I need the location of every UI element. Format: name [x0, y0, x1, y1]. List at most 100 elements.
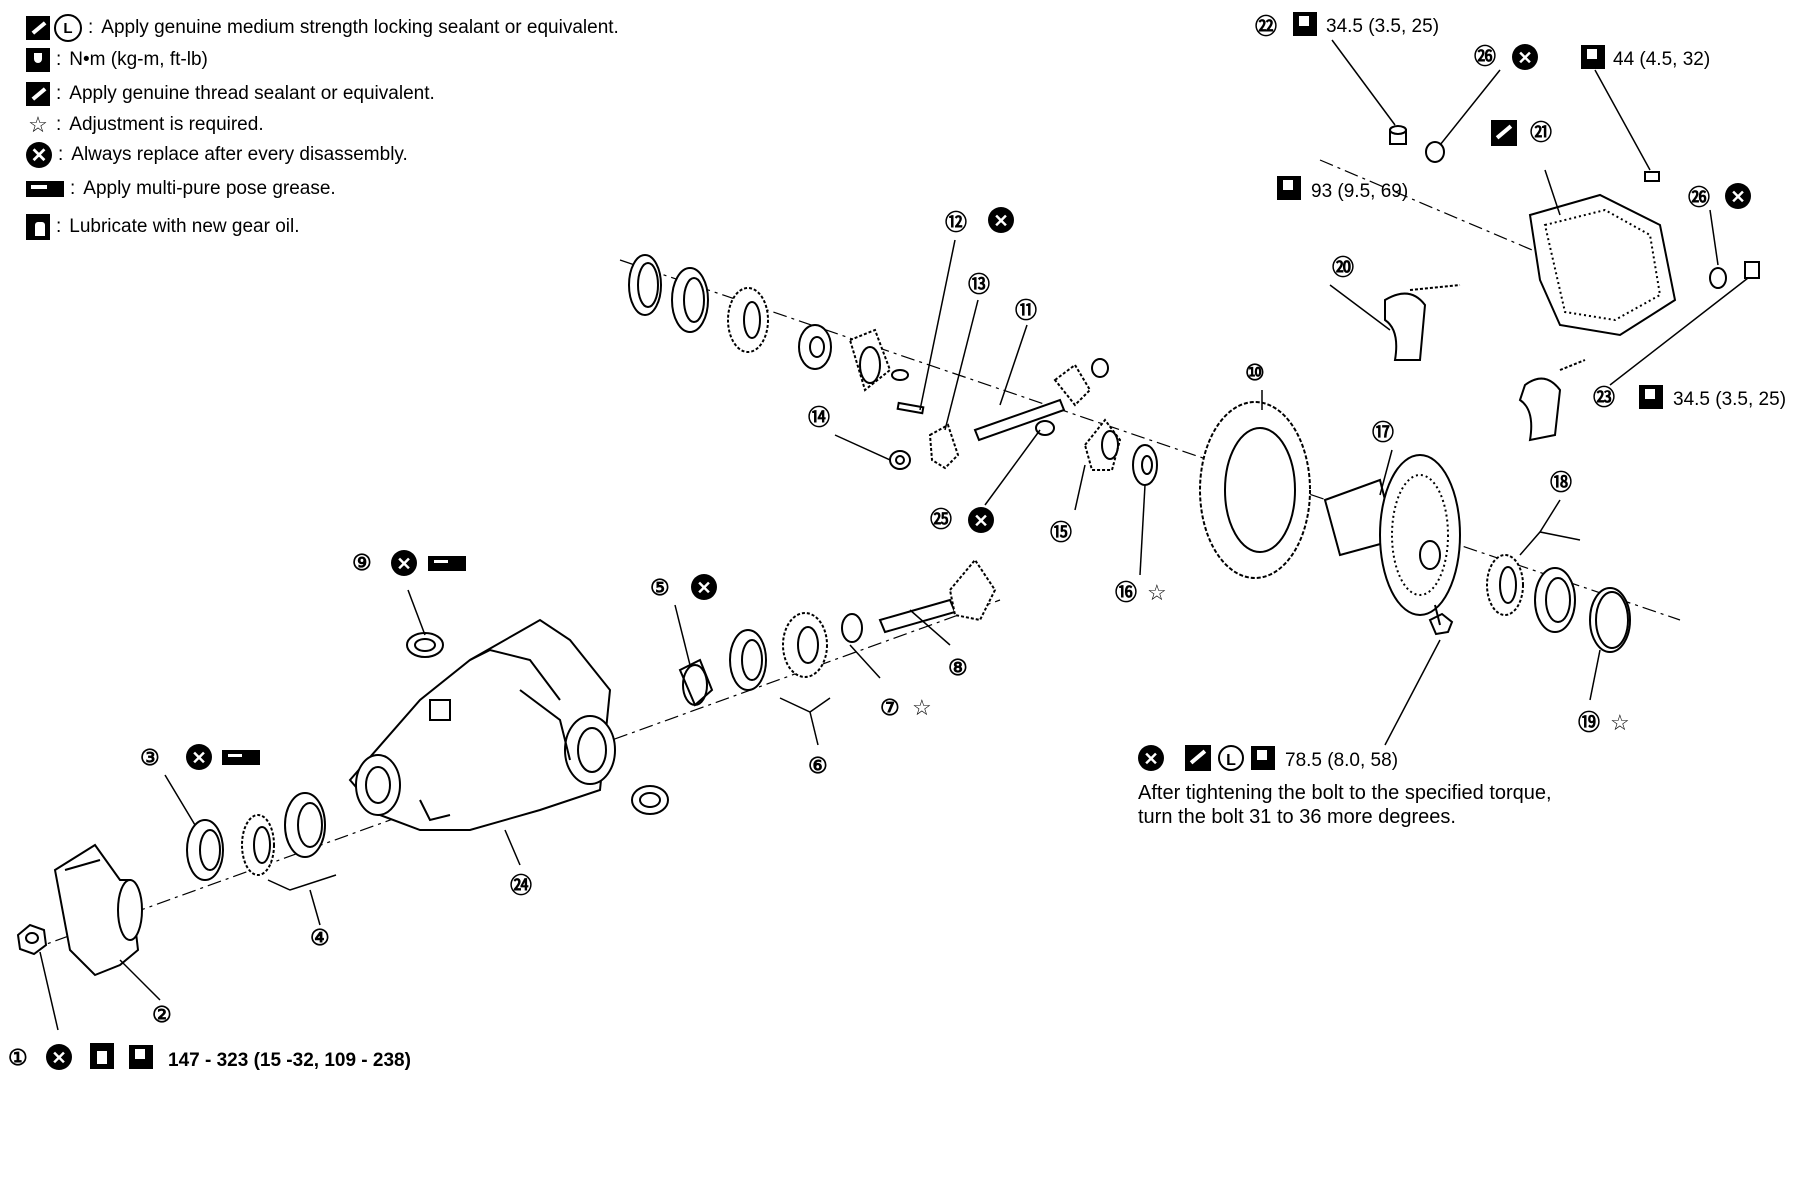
- part-17-label: ⑰: [1372, 420, 1394, 445]
- part-11-pinion-mate-shaft: [973, 398, 1066, 442]
- svg-text:✕: ✕: [191, 748, 206, 768]
- part-20-side-bearing-cap-upper: [1384, 284, 1461, 361]
- part-2-label: ②: [152, 1002, 172, 1027]
- torque-values: 34.5 (3.5, 25) 44 (4.5, 32) 93 (9.5, 69)…: [168, 16, 1786, 1071]
- replace-markers: ✕ ✕ ✕ ✕ ✕ ✕ ✕ ✕ ✕: [46, 44, 1751, 1070]
- part-25-label: ㉕: [930, 507, 952, 532]
- legend: L :Apply genuine medium strength locking…: [0, 0, 760, 280]
- part-24-carrier-housing: [348, 618, 616, 831]
- part-labels: ① ② ③ ④ ⑤ ⑥ ⑦ ⑧ ⑨ ⑩ ⑪ ⑫ ⑬ ⑭ ⑮ ⑯ ⑰ ⑱ ⑲ ⑳ …: [8, 14, 1710, 1070]
- replace-x-icon: ✕: [26, 142, 52, 168]
- torque-wrench-icon: [1251, 746, 1275, 770]
- bolt-note-line-2: turn the bolt 31 to 36 more degrees.: [1138, 806, 1456, 828]
- oil-can-icon: [26, 214, 50, 240]
- pen-icon: [1491, 120, 1517, 146]
- part-20-label: ⑳: [1332, 255, 1354, 280]
- torque-wrench-icon: [26, 48, 50, 72]
- svg-text:✕: ✕: [993, 211, 1008, 231]
- svg-text:✕: ✕: [51, 1048, 66, 1068]
- part-23-drain-plug: [1744, 261, 1760, 279]
- legend-row-gear-oil: :Lubricate with new gear oil.: [26, 214, 300, 240]
- torque-value-22: 34.5 (3.5, 25): [1326, 16, 1439, 37]
- legend-text: Always replace after every disassembly.: [71, 144, 408, 165]
- legend-row-replace: ✕ :Always replace after every disassembl…: [26, 142, 408, 168]
- svg-text:L: L: [1226, 752, 1236, 769]
- part-16-side-gear-thrust-washer-right: [1132, 444, 1158, 486]
- part-10-label: ⑩: [1245, 360, 1265, 385]
- part-11-label: ⑪: [1015, 298, 1037, 323]
- part-15-side-gear: [848, 328, 892, 392]
- torque-wrench-icon: [1293, 12, 1317, 36]
- svg-text:✕: ✕: [1143, 749, 1158, 769]
- star-icon: ☆: [912, 695, 932, 720]
- torque-value-bolt: 78.5 (8.0, 58): [1285, 750, 1398, 771]
- replace-x-icon: ✕: [1725, 183, 1751, 209]
- legend-text: Adjustment is required.: [69, 114, 264, 135]
- replace-x-icon: ✕: [46, 1044, 72, 1070]
- replace-x-icon: ✕: [391, 550, 417, 576]
- torque-icons: [129, 12, 1663, 1069]
- pen-icon: [26, 16, 50, 40]
- part-6-pinion-bearing-rear: [729, 612, 828, 691]
- grease-icon: [428, 556, 466, 571]
- svg-text:✕: ✕: [1517, 48, 1532, 68]
- part-13-pinion-mate-gear-upper: [1053, 358, 1109, 407]
- part-12-lock-pin: [896, 401, 925, 415]
- svg-text:✕: ✕: [1730, 187, 1745, 207]
- torque-value-23: 34.5 (3.5, 25): [1673, 389, 1786, 410]
- part-14-pinion-mate-thrust-washer: [889, 450, 911, 470]
- bolt-note-line-1: After tightening the bolt to the specifi…: [1138, 782, 1552, 804]
- part-6-label: ⑥: [808, 753, 828, 778]
- part-16-side-gear-thrust-washer: [798, 324, 832, 370]
- replace-x-icon: ✕: [186, 744, 212, 770]
- replace-x-icon: ✕: [988, 207, 1014, 233]
- star-icon: ☆: [1610, 710, 1630, 735]
- lock-l-icon: L: [1218, 745, 1244, 771]
- part-21-label: ㉑: [1530, 120, 1552, 145]
- part-21-rear-cover: [1528, 193, 1677, 337]
- torque-wrench-icon: [1639, 385, 1663, 409]
- part-4-pinion-bearing-front: [241, 792, 326, 876]
- replace-x-icon: ✕: [1512, 44, 1538, 70]
- part-19-side-bearing-race-left: [628, 254, 662, 316]
- svg-text:✕: ✕: [973, 511, 988, 531]
- star-icon: ☆: [28, 112, 48, 137]
- torque-value-44: 44 (4.5, 32): [1613, 49, 1710, 70]
- legend-text: N•m (kg-m, ft-lb): [69, 49, 208, 70]
- part-17-differential-case: [1323, 454, 1461, 616]
- legend-row-thread-sealant: :Apply genuine thread sealant or equival…: [26, 82, 435, 106]
- lock-l-icon: L: [54, 14, 82, 42]
- legend-text: Apply genuine thread sealant or equivale…: [69, 83, 435, 104]
- oil-can-icon: [90, 1043, 114, 1069]
- part-13-label: ⑬: [968, 272, 990, 297]
- part-3-label: ③: [140, 745, 160, 770]
- part-7-label: ⑦: [880, 695, 900, 720]
- part-26-gasket-lower: [1709, 267, 1727, 289]
- pen-icon: [26, 82, 50, 106]
- torque-wrench-icon: [1581, 45, 1605, 69]
- legend-text: Apply multi-pure pose grease.: [83, 178, 336, 199]
- part-ring-gear-bolt: [1428, 604, 1454, 636]
- legend-text: Lubricate with new gear oil.: [69, 216, 300, 237]
- leader-lines: [39, 39, 1749, 1031]
- part-1-nut: [16, 923, 48, 956]
- part-8-label: ⑧: [948, 655, 968, 680]
- star-icon: ☆: [1147, 580, 1167, 605]
- part-9-label: ⑨: [352, 550, 372, 575]
- replace-x-icon: ✕: [1138, 745, 1164, 771]
- part-13-pinion-mate-gear: [928, 423, 960, 470]
- part-1-label: ①: [8, 1045, 28, 1070]
- part-5-label: ⑤: [650, 575, 670, 600]
- legend-text: Apply genuine medium strength locking se…: [101, 17, 619, 38]
- part-2-companion-flange: [53, 843, 143, 977]
- replace-x-icon: ✕: [691, 574, 717, 600]
- part-9-side-oil-seal: [406, 632, 444, 658]
- grease-icon: [222, 750, 260, 765]
- grease-markers: [222, 556, 466, 765]
- torque-value-93: 93 (9.5, 69): [1311, 181, 1408, 202]
- pen-icon: [1185, 745, 1211, 771]
- part-8-drive-pinion: [878, 558, 997, 634]
- part-4-label: ④: [310, 925, 330, 950]
- part-22-filler-plug: [1389, 125, 1407, 145]
- part-18-side-bearing-left: [671, 267, 769, 353]
